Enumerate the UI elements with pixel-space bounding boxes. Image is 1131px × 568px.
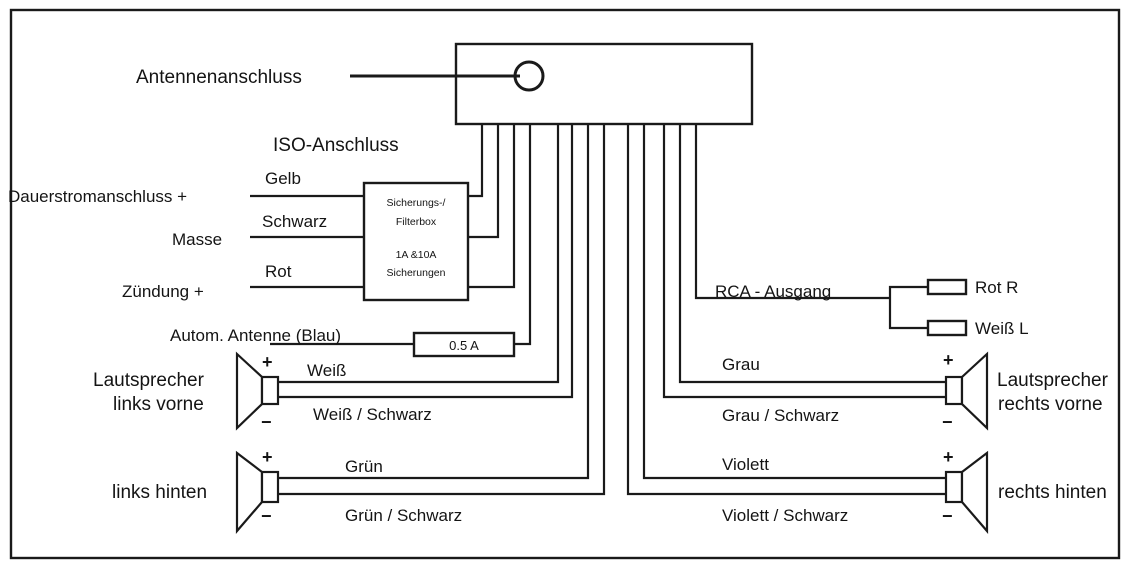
speaker-rear-right-label: rechts hinten	[998, 482, 1107, 503]
speaker-front-left-icon	[235, 351, 280, 431]
speaker-front-left-minus: −	[261, 412, 272, 432]
speaker-front-right-label-1: Lautsprecher	[997, 370, 1109, 391]
wire-iso-red	[468, 124, 516, 289]
fuse-box-text-1: Sicherungs-/	[387, 197, 446, 209]
speaker-rear-right-minus: −	[942, 506, 953, 526]
speaker-rear-left-minus: −	[261, 506, 272, 526]
fuse-box-text-2: Filterbox	[396, 216, 437, 228]
wire-auto-antenna-to-unit	[514, 124, 532, 346]
wire-grey-label: Grau	[722, 355, 760, 374]
speaker-rear-right-icon	[944, 450, 989, 534]
permanent-power-label: Dauerstromanschluss +	[8, 187, 187, 206]
fuse-box-text-3: 1A &10A	[396, 249, 437, 261]
ground-label: Masse	[172, 230, 222, 249]
antenna-connector-label: Antennenanschluss	[136, 67, 302, 88]
speaker-rear-left-icon	[235, 450, 280, 534]
fuse-value-label: 0.5 A	[449, 338, 479, 353]
wire-front-right-plus	[678, 124, 946, 384]
rca-output-label: RCA - Ausgang	[715, 282, 831, 301]
iso-connector-label: ISO-Anschluss	[273, 135, 399, 156]
outer-frame	[9, 8, 1121, 560]
speaker-front-right-icon	[944, 351, 989, 431]
wire-front-left-minus	[278, 124, 574, 399]
speaker-front-right-plus: +	[943, 350, 954, 370]
rca-white-label: Weiß L	[975, 319, 1029, 338]
wire-white-black-label: Weiß / Schwarz	[313, 405, 432, 424]
wire-front-left-plus	[278, 124, 560, 384]
wire-violet-black-label: Violett / Schwarz	[722, 506, 848, 525]
wire-green-black-label: Grün / Schwarz	[345, 506, 462, 525]
rca-red-plug	[926, 278, 968, 296]
auto-antenna-label: Autom. Antenne (Blau)	[170, 326, 341, 345]
fuse-filter-box	[362, 181, 470, 302]
rca-white-plug	[926, 319, 968, 337]
wire-red-label: Rot	[265, 262, 292, 281]
speaker-rear-left-plus: +	[262, 447, 273, 467]
speaker-front-right-minus: −	[942, 412, 953, 432]
wire-green-label: Grün	[345, 457, 383, 476]
wire-grey-black-label: Grau / Schwarz	[722, 406, 839, 425]
head-unit	[454, 42, 754, 126]
wire-rca	[694, 124, 890, 300]
rca-red-label: Rot R	[975, 278, 1018, 297]
wire-rear-left-plus	[278, 124, 590, 480]
wire-black-label: Schwarz	[262, 212, 327, 231]
wire-white-label: Weiß	[307, 361, 346, 380]
speaker-front-left-label-2: links vorne	[113, 394, 204, 415]
ignition-label: Zündung +	[122, 282, 204, 301]
wire-rear-right-minus	[626, 124, 946, 496]
wire-rca-split	[888, 285, 928, 330]
wire-yellow-label: Gelb	[265, 169, 301, 188]
speaker-rear-right-plus: +	[943, 447, 954, 467]
wire-rear-right-plus	[642, 124, 946, 480]
speaker-front-right-label-2: rechts vorne	[998, 394, 1103, 415]
wire-violet-label: Violett	[722, 455, 769, 474]
wire-rear-left-minus	[278, 124, 606, 496]
fuse-box-text-4: Sicherungen	[387, 267, 446, 279]
speaker-front-left-plus: +	[262, 352, 273, 372]
speaker-rear-left-label: links hinten	[112, 482, 207, 503]
wire-iso-black	[468, 124, 500, 239]
wire-front-right-minus	[662, 124, 946, 399]
speaker-front-left-label-1: Lautsprecher	[93, 370, 205, 391]
wire-iso-yellow	[468, 124, 484, 198]
